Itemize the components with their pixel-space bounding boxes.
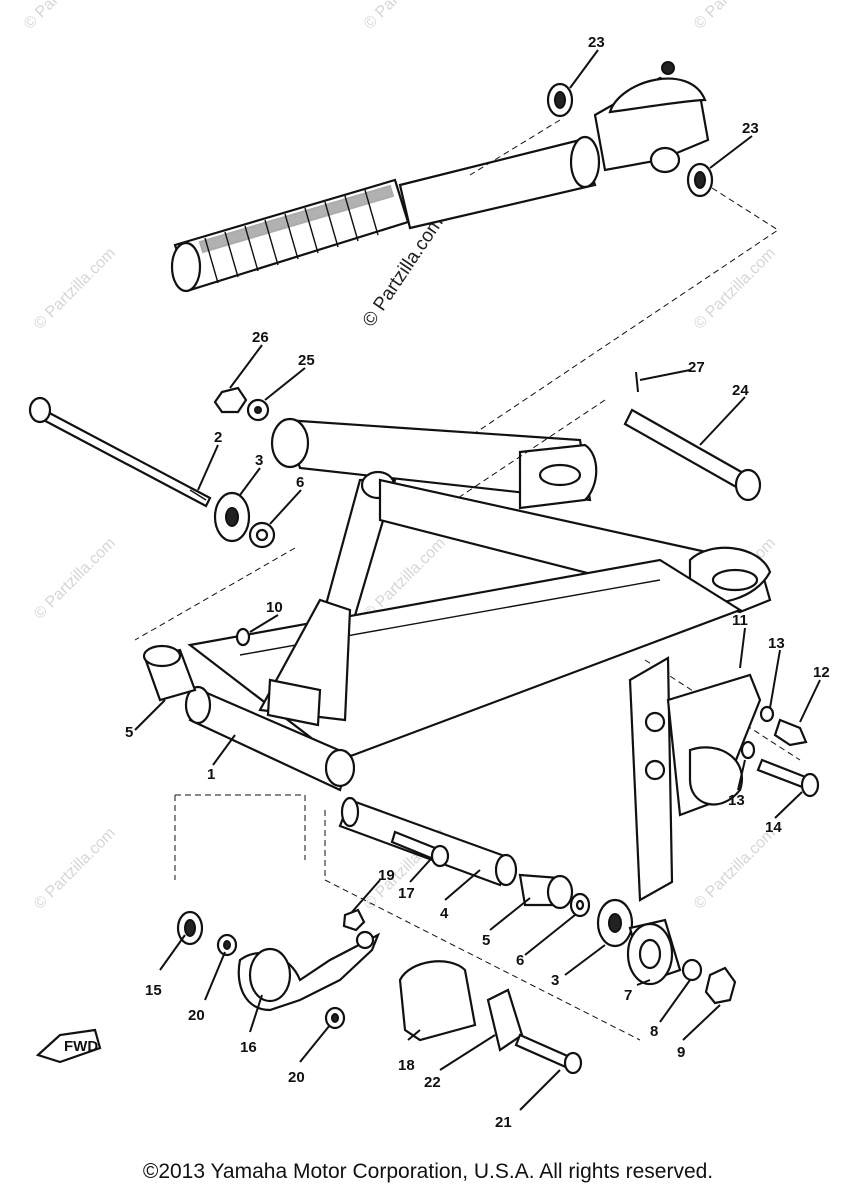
shaft-24 bbox=[623, 371, 762, 502]
callout-24: 24 bbox=[732, 382, 749, 399]
callout-19: 19 bbox=[378, 867, 395, 884]
callout-21: 21 bbox=[495, 1114, 512, 1131]
washer-8 bbox=[681, 958, 703, 982]
watermark-tile: © Partzilla.com bbox=[31, 535, 119, 623]
collar-5-upper bbox=[142, 644, 197, 702]
watermark-tile: © Partzilla.com bbox=[691, 245, 779, 333]
damper-18 bbox=[398, 960, 477, 1042]
washer-13-upper bbox=[759, 705, 775, 723]
link-arm-16 bbox=[237, 930, 381, 1012]
washer-13-lower bbox=[740, 740, 756, 760]
callout-11: 11 bbox=[732, 612, 748, 629]
copyright-notice: ©2013 Yamaha Motor Corporation, U.S.A. A… bbox=[142, 1160, 714, 1183]
watermark-tile: © Partzilla.com bbox=[691, 825, 779, 913]
washer-25 bbox=[246, 398, 270, 422]
callout-17: 17 bbox=[398, 885, 415, 902]
fwd-arrow-icon: FWD bbox=[35, 1028, 102, 1064]
callout-5: 5 bbox=[482, 932, 490, 949]
washer-20-lower bbox=[324, 1006, 346, 1030]
callout-20: 20 bbox=[288, 1069, 305, 1086]
shock-collar bbox=[569, 135, 601, 189]
shock-spring-coils bbox=[198, 184, 395, 284]
bracket-11 bbox=[628, 656, 762, 902]
callout-7: 7 bbox=[624, 987, 632, 1004]
callout-6: 6 bbox=[516, 952, 524, 969]
leader-lines bbox=[134, 49, 821, 1111]
bolt-14 bbox=[756, 758, 820, 798]
callout-16: 16 bbox=[240, 1039, 257, 1056]
callout-6: 6 bbox=[296, 474, 304, 491]
callout-12: 12 bbox=[813, 664, 830, 681]
callout-10: 10 bbox=[266, 599, 283, 616]
watermark-tile: © Partzilla.com bbox=[21, 0, 109, 33]
grease-nipple bbox=[235, 627, 251, 647]
shaft-4 bbox=[338, 796, 518, 887]
nut-19 bbox=[342, 908, 366, 932]
watermark-tile: © Partzilla.com bbox=[31, 245, 119, 333]
washer-upper bbox=[248, 521, 276, 549]
pivot-shaft bbox=[28, 396, 212, 508]
callout-2: 2 bbox=[214, 429, 222, 446]
watermark-tile: © Partzilla.com bbox=[361, 0, 449, 33]
callout-8: 8 bbox=[650, 1023, 658, 1040]
callout-13: 13 bbox=[768, 635, 785, 652]
bearing-3-lower bbox=[596, 898, 634, 948]
watermark-tile: © Partzilla.com bbox=[31, 825, 119, 913]
bush-7 bbox=[626, 918, 682, 986]
callout-25: 25 bbox=[298, 352, 315, 369]
collar-5-lower bbox=[518, 873, 574, 910]
shock-end-cap bbox=[170, 241, 202, 293]
nut-26 bbox=[213, 386, 248, 414]
callout-4: 4 bbox=[440, 905, 449, 922]
shock-absorber bbox=[170, 61, 710, 293]
callout-20: 20 bbox=[188, 1007, 205, 1024]
swing-arm bbox=[184, 417, 772, 792]
callout-23: 23 bbox=[742, 120, 759, 137]
callout-14: 14 bbox=[765, 819, 782, 836]
washer-20-upper bbox=[216, 933, 238, 957]
callout-1: 1 bbox=[207, 766, 215, 783]
bush-23-right bbox=[686, 162, 714, 198]
nut-9 bbox=[704, 966, 737, 1005]
bearing-upper bbox=[213, 491, 251, 543]
callout-13: 13 bbox=[728, 792, 745, 809]
fwd-label: FWD bbox=[64, 1038, 98, 1055]
callout-18: 18 bbox=[398, 1057, 415, 1074]
washer-6-lower bbox=[569, 892, 591, 918]
callout-labels: 23 23 26 25 27 24 2 3 6 10 11 13 12 5 1 … bbox=[125, 34, 830, 1131]
callout-9: 9 bbox=[677, 1044, 685, 1061]
callout-26: 26 bbox=[252, 329, 269, 346]
callout-15: 15 bbox=[145, 982, 162, 999]
bolt-17 bbox=[390, 830, 450, 868]
bolt-12 bbox=[773, 718, 808, 747]
shock-eye bbox=[649, 146, 681, 174]
callout-5: 5 bbox=[125, 724, 133, 741]
bush-23-left bbox=[546, 82, 574, 118]
callout-27: 27 bbox=[688, 359, 705, 376]
bolt-21 bbox=[514, 1033, 583, 1075]
callout-3: 3 bbox=[255, 452, 263, 469]
callout-22: 22 bbox=[424, 1074, 441, 1091]
watermark-tile: © Partzilla.com bbox=[691, 0, 779, 33]
callout-3: 3 bbox=[551, 972, 559, 989]
callout-23: 23 bbox=[588, 34, 605, 51]
